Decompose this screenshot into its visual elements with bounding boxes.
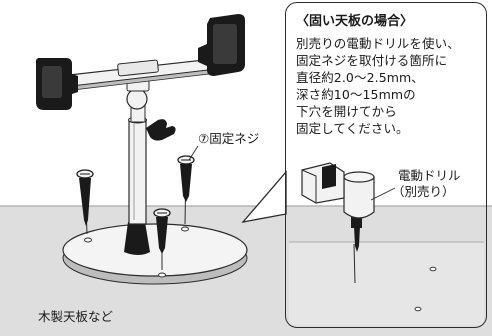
electric-drill (301, 162, 375, 284)
callout-line-4: 深さ約10〜15mmの (296, 87, 416, 102)
drill-panel (289, 242, 484, 325)
holder-arm (59, 57, 227, 92)
callout-line-2: 固定ネジを取付ける箇所に (296, 53, 448, 68)
callout-line-1: 別売りの電動ドリルを使い、 (296, 36, 460, 51)
callout-line-6: 固定してください。 (296, 121, 409, 136)
right-clamp (198, 14, 245, 76)
screw-label-leader (188, 145, 199, 161)
callout-title: 〈固い天板の場合〉 (296, 14, 414, 29)
instruction-callout: 〈固い天板の場合〉 別売りの電動ドリルを使い、 固定ネジを取付ける箇所に 直径約… (285, 2, 487, 328)
base-plate (62, 223, 248, 285)
pole-foot (124, 222, 150, 255)
surface-label: 木製天板など (38, 309, 114, 324)
left-clamp (36, 58, 78, 110)
screw-label: ⑦固定ネジ (198, 131, 260, 146)
drill-label: 電動ドリル (398, 168, 461, 183)
ball-joint (126, 78, 150, 123)
wing-knob (146, 119, 176, 141)
screw-left (76, 169, 94, 235)
callout-line-5: 下穴を開けてから (296, 104, 397, 119)
callout-pointer (241, 170, 287, 223)
drill-label-leader (370, 187, 396, 201)
screw-front (153, 208, 171, 270)
callout-line-3: 直径約2.0〜2.5mm、 (296, 70, 424, 85)
drill-label-sub: （別売り） (392, 184, 455, 199)
stand-pole (128, 116, 147, 225)
